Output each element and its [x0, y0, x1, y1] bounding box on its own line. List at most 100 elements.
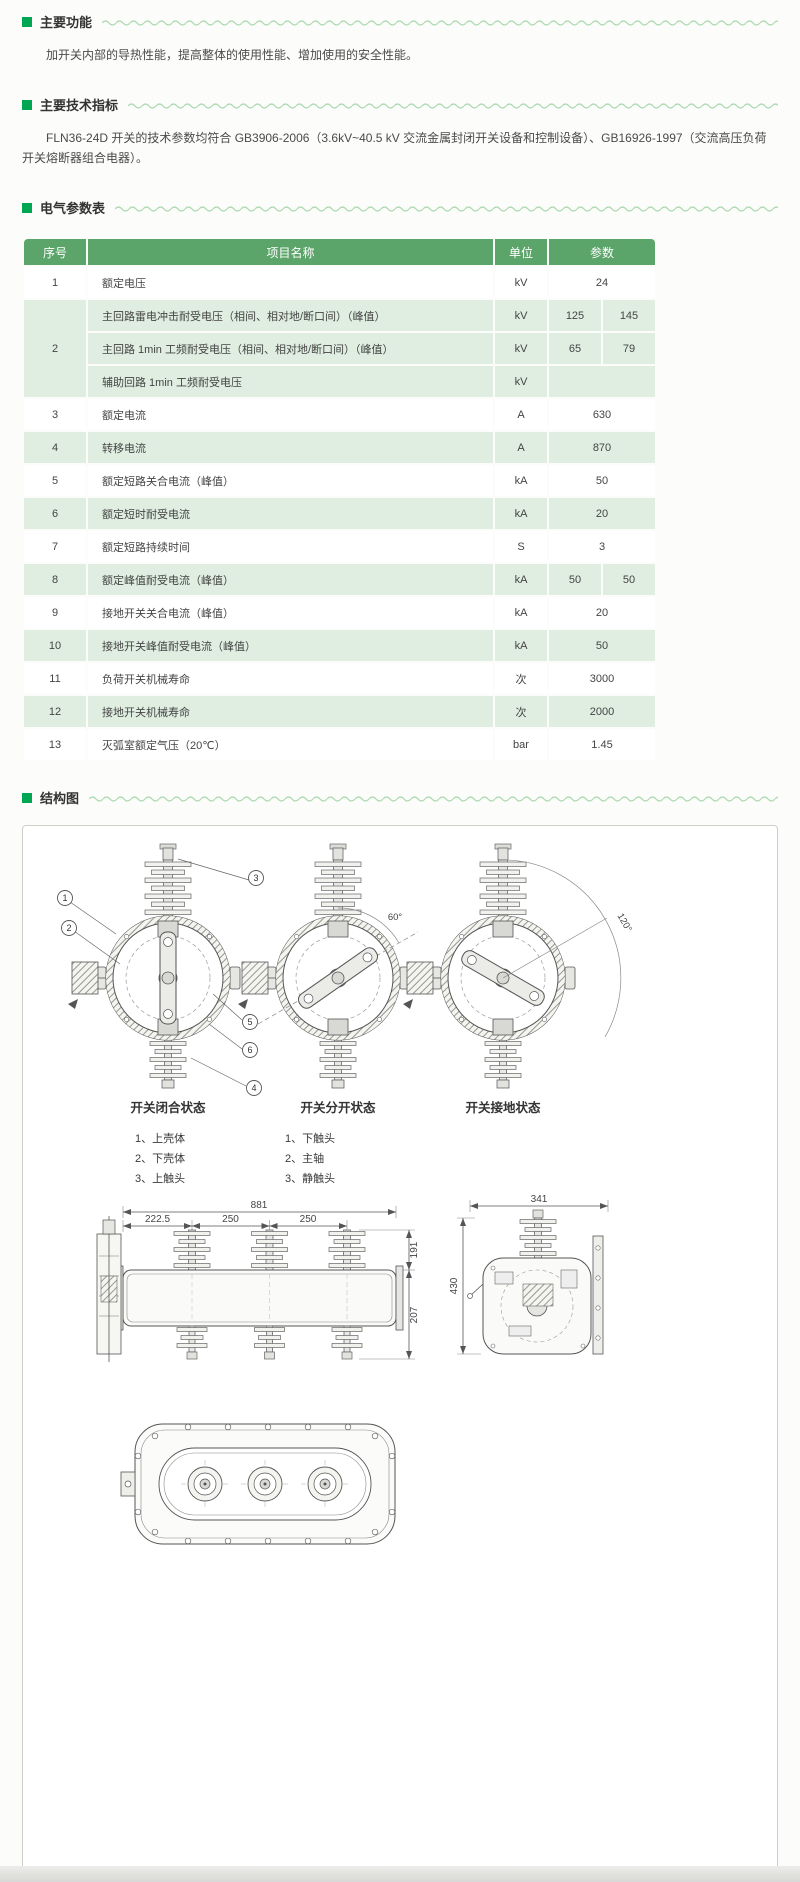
legend-item: 2、下壳体: [135, 1151, 185, 1165]
cell-value: 24: [549, 267, 655, 298]
cell-value: 79: [603, 333, 655, 364]
callout-1: 1: [57, 890, 117, 935]
cell-value: 50: [603, 564, 655, 595]
bottom-bushing-3: [301, 1460, 349, 1508]
svg-text:3: 3: [253, 873, 258, 883]
callout-3: 3: [177, 858, 264, 886]
cell-item: 额定峰值耐受电流（峰值）: [88, 564, 493, 595]
section-header-structure: 结构图: [22, 788, 778, 807]
cell-item: 接地开关峰值耐受电流（峰值）: [88, 630, 493, 661]
cell-value: 20: [549, 498, 655, 529]
cell-unit: kA: [495, 630, 547, 661]
wave-divider: [89, 793, 778, 802]
col-header-no: 序号: [24, 239, 86, 265]
table-header-row: 序号 项目名称 单位 参数: [24, 239, 655, 265]
wave-divider: [115, 203, 778, 212]
specs-paragraph: FLN36-24D 开关的技术参数均符合 GB3906-2006（3.6kV~4…: [22, 131, 767, 165]
cell-no: 4: [24, 432, 86, 463]
cell-value: 20: [549, 597, 655, 628]
structure-diagram: 60° 120° 1 2: [57, 843, 634, 1545]
state-label-open: 开关分开状态: [300, 1100, 376, 1115]
state-label-grounded: 开关接地状态: [465, 1100, 541, 1115]
cell-item: 转移电流: [88, 432, 493, 463]
cell-no: 3: [24, 399, 86, 430]
cell-unit: kA: [495, 564, 547, 595]
cell-value: 50: [549, 465, 655, 496]
table-row: 8 额定峰值耐受电流（峰值） kA 50 50: [24, 564, 655, 595]
dim-seg1: 222.5: [145, 1214, 170, 1225]
wave-divider: [102, 17, 778, 26]
table-row: 2 主回路雷电冲击耐受电压（相间、相对地/断口间）（峰值） kV 125 145: [24, 300, 655, 397]
table-row: 1 额定电压 kV 24: [24, 267, 655, 298]
table-row: 12 接地开关机械寿命 次 2000: [24, 696, 655, 727]
cell-item: 额定短时耐受电流: [88, 498, 493, 529]
svg-text:6: 6: [247, 1045, 252, 1055]
moving-contact-arm: [159, 931, 177, 1025]
cell-no: 1: [24, 267, 86, 298]
angle-label-ground: 120°: [614, 911, 633, 934]
cell-no: 5: [24, 465, 86, 496]
cell-unit: kV: [495, 300, 547, 331]
table-row: 7 额定短路持续时间 S 3: [24, 531, 655, 562]
cell-item: 额定短路关合电流（峰值）: [88, 465, 493, 496]
cell-value: 870: [549, 432, 655, 463]
section-title-parameters: 电气参数表: [40, 201, 106, 216]
cell-item: 额定电流: [88, 399, 493, 430]
cell-unit: kA: [495, 498, 547, 529]
cell-no: 6: [24, 498, 86, 529]
diagram-legend: 1、上壳体 2、下壳体 3、上触头 1、下触头 2、主轴 3、静触头: [135, 1131, 335, 1185]
green-square-bullet: [22, 792, 32, 803]
table-row: 13 灭弧室额定气压（20℃） bar 1.45: [24, 729, 655, 760]
cell-value: 65: [549, 333, 601, 364]
legend-item: 2、主轴: [285, 1151, 324, 1165]
green-square-bullet: [22, 202, 32, 213]
cell-no: 8: [24, 564, 86, 595]
page-bottom-edge: [0, 1866, 800, 1882]
dim-height-bottom: 207: [409, 1306, 420, 1323]
cell-no: 7: [24, 531, 86, 562]
cell-value: 630: [549, 399, 655, 430]
cell-item: 额定电压: [88, 267, 493, 298]
dim-side-width: 341: [531, 1194, 548, 1205]
table-row: 4 转移电流 A 870: [24, 432, 655, 463]
table-row: 11 负荷开关机械寿命 次 3000: [24, 663, 655, 694]
cell-value: 50: [549, 564, 601, 595]
legend-item: 3、静触头: [285, 1171, 335, 1185]
cell-item: 负荷开关机械寿命: [88, 663, 493, 694]
wave-divider: [128, 100, 778, 109]
switch-section-closed: [67, 843, 240, 1089]
table-row: 3 额定电流 A 630: [24, 399, 655, 430]
switch-section-open: 60°: [237, 843, 419, 1089]
section-header-parameters: 电气参数表: [22, 198, 778, 217]
cell-unit: S: [495, 531, 547, 562]
section-title-structure: 结构图: [40, 791, 80, 806]
col-header-unit: 单位: [495, 239, 547, 265]
cell-value: 2000: [549, 696, 655, 727]
svg-text:2: 2: [66, 923, 71, 933]
bottom-view-drawing: [120, 1423, 396, 1545]
cell-value: [549, 366, 655, 397]
cell-item: 接地开关机械寿命: [88, 696, 493, 727]
section-header-features: 主要功能: [22, 12, 778, 31]
cell-item: 辅助回路 1min 工频耐受电压: [88, 366, 493, 397]
cell-no: 2: [24, 300, 86, 397]
angle-label-open: 60°: [388, 912, 403, 923]
cell-no: 13: [24, 729, 86, 760]
dim-seg2: 250: [222, 1214, 239, 1225]
cell-unit: 次: [495, 663, 547, 694]
col-header-item: 项目名称: [88, 239, 493, 265]
structure-diagram-panel: 60° 120° 1 2: [22, 825, 778, 1870]
cell-unit: bar: [495, 729, 547, 760]
callout-2: 2: [61, 920, 121, 965]
cell-unit: kV: [495, 267, 547, 298]
cell-value: 3000: [549, 663, 655, 694]
callout-5: 5: [212, 993, 258, 1030]
cell-unit: A: [495, 399, 547, 430]
section-title-features: 主要功能: [40, 15, 93, 30]
cell-item: 主回路 1min 工频耐受电压（相间、相对地/断口间）（峰值）: [88, 333, 493, 364]
table-row: 主回路 1min 工频耐受电压（相间、相对地/断口间）（峰值） kV 65 79: [24, 333, 655, 364]
svg-text:1: 1: [62, 893, 67, 903]
section-header-specs: 主要技术指标: [22, 95, 778, 114]
bottom-bushing-2: [241, 1460, 289, 1508]
